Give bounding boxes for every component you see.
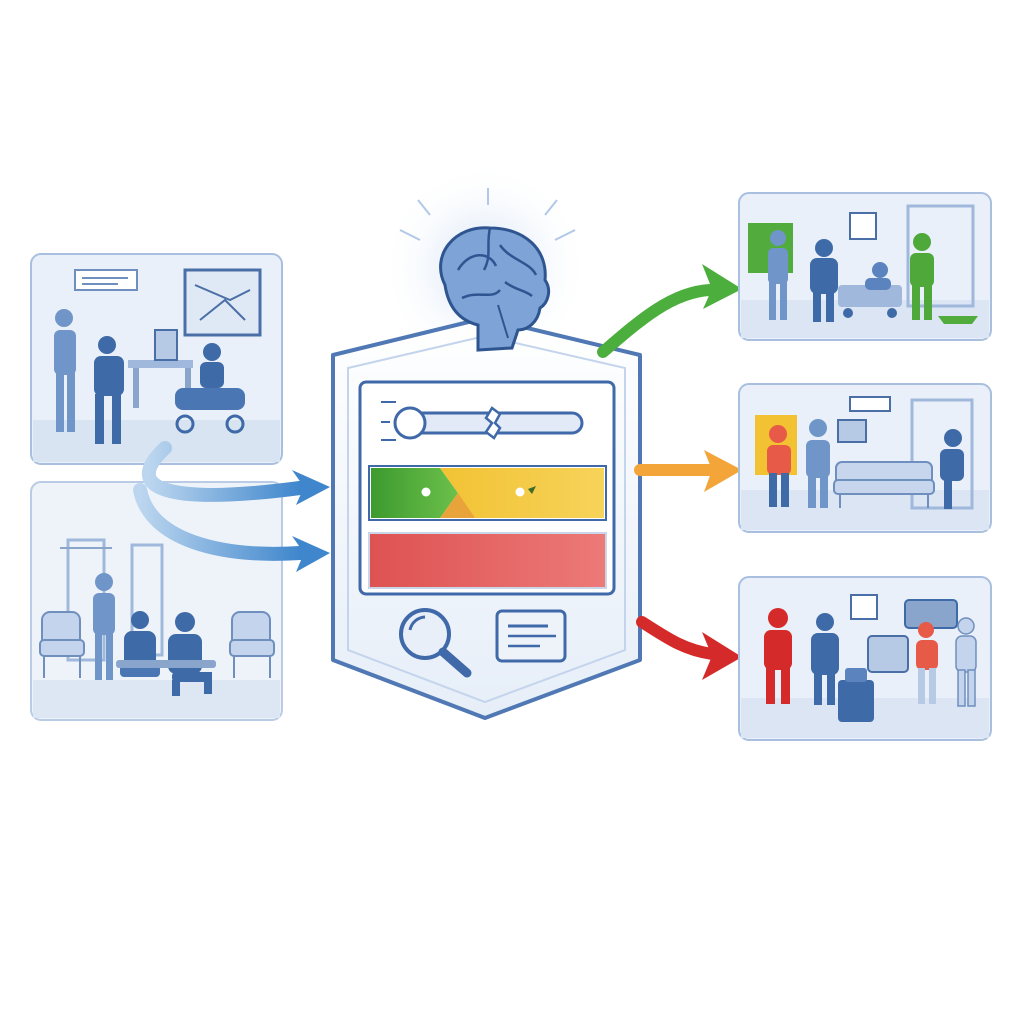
medical-cart <box>838 668 874 722</box>
waiting-couch <box>833 461 935 508</box>
left-panel-consultation <box>30 253 283 465</box>
person-seated-orange <box>940 429 964 509</box>
inflow-arrowhead-lower <box>292 536 330 572</box>
person-visitor <box>810 239 838 322</box>
left-panel-waiting-room <box>30 481 283 721</box>
person-orange-patient <box>767 425 791 507</box>
triage-engine <box>331 163 642 720</box>
magnifier-icon[interactable] <box>399 608 472 678</box>
outflow-arrowhead-red <box>702 632 742 680</box>
output-panel-high-risk <box>738 576 992 741</box>
person-nurse-red <box>916 622 938 704</box>
person-staff-red <box>955 617 977 707</box>
wheelchair-patient <box>175 343 245 434</box>
person-red-critical <box>764 608 792 704</box>
slider-marker[interactable] <box>484 406 502 440</box>
outflow-arrow-green <box>597 284 716 358</box>
outflow-arrowhead-green <box>702 264 742 309</box>
inflow-arrow-lower <box>133 483 307 561</box>
waiting-chair-left <box>39 611 85 678</box>
risk-slider[interactable] <box>381 401 584 441</box>
risk-level-low <box>371 468 458 518</box>
report-card-icon[interactable] <box>495 609 567 663</box>
person-patient <box>94 336 124 444</box>
person-doctor <box>54 309 76 432</box>
person-green-discharged <box>910 233 934 320</box>
output-panel-medium-risk <box>738 383 992 533</box>
person-doctor-red <box>811 613 839 705</box>
person-staff <box>768 230 788 320</box>
low-indicator-dot <box>421 487 431 497</box>
waiting-chair-right <box>229 611 275 678</box>
risk-level-high <box>368 532 607 589</box>
outflow-arrowhead-orange <box>704 450 742 492</box>
inflow-arrow-upper <box>141 441 307 502</box>
outflow-arrow-red <box>636 616 718 660</box>
output-panel-low-risk <box>738 192 992 341</box>
person-nurse <box>806 419 830 508</box>
outflow-arrows <box>597 264 742 680</box>
hospital-bed <box>838 262 902 318</box>
medium-indicator-dot <box>515 487 525 497</box>
inflow-arrows <box>133 441 330 572</box>
person-standing <box>93 573 115 680</box>
brain-icon <box>399 188 576 352</box>
slider-knob[interactable] <box>393 406 427 440</box>
inflow-arrowhead-upper <box>292 470 330 505</box>
risk-scale-low-medium <box>368 465 607 521</box>
wall-sign <box>74 269 138 291</box>
